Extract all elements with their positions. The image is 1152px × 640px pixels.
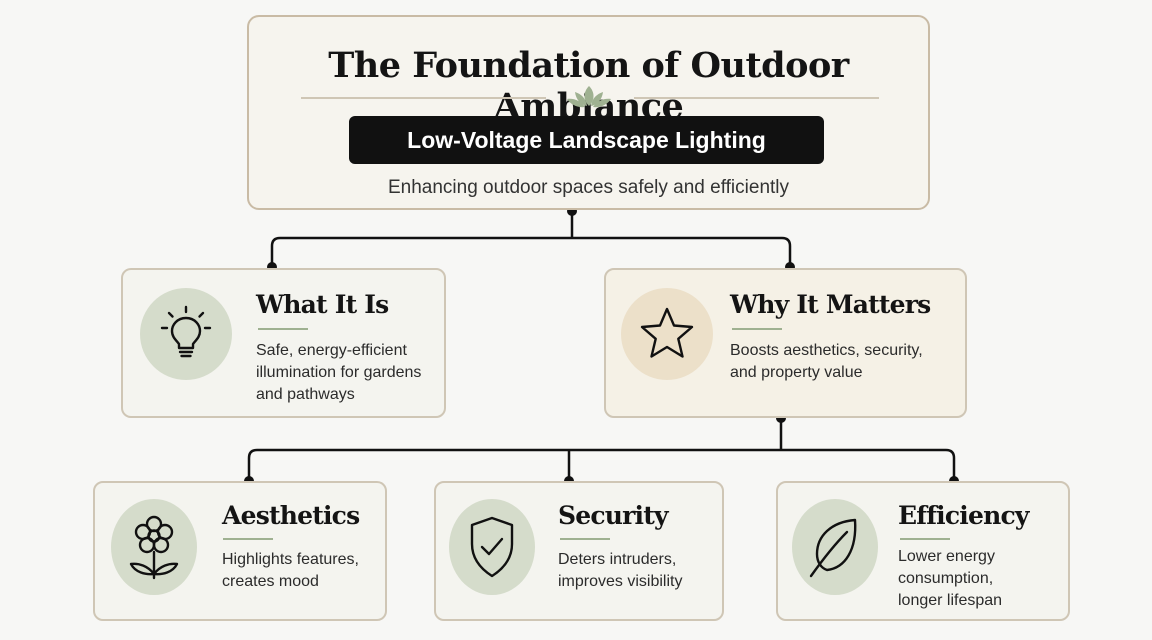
node-security: Security Deters intruders, improves visi… — [434, 481, 724, 621]
divider-right — [634, 97, 879, 99]
node-description: Deters intruders, improves visibility — [558, 551, 683, 590]
icon-badge — [792, 499, 878, 595]
leaf-icon — [809, 518, 857, 578]
node-title: Aesthetics — [222, 501, 360, 530]
title-underline — [258, 328, 308, 330]
title-underline — [223, 538, 273, 540]
lightbulb-icon — [160, 305, 212, 358]
node-description: Highlights features, creates mood — [222, 551, 359, 590]
title-underline — [560, 538, 610, 540]
connector-bottom-split — [247, 418, 956, 481]
node-efficiency: Efficiency Lower energy consumption, lon… — [776, 481, 1070, 621]
title-underline — [900, 538, 950, 540]
node-description: Boosts aesthetics, security, and propert… — [730, 342, 923, 381]
shield-check-icon — [470, 516, 514, 578]
header-subtitle: Enhancing outdoor spaces safely and effi… — [387, 177, 790, 198]
icon-badge — [140, 288, 232, 380]
node-description: Lower energy consumption, longer lifespa… — [898, 548, 1003, 609]
divider-left — [301, 97, 546, 99]
icon-badge — [449, 499, 535, 595]
topic-badge: Low-Voltage Landscape Lighting — [349, 116, 824, 164]
node-title: Security — [558, 501, 669, 530]
node-what-it-is: What It Is Safe, energy-efficient illumi… — [121, 268, 446, 418]
node-description: Safe, energy-efficient illumination for … — [256, 342, 422, 403]
icon-badge — [111, 499, 197, 595]
lotus-icon — [567, 86, 611, 108]
node-title: Why It Matters — [730, 290, 931, 319]
node-why-it-matters: Why It Matters Boosts aesthetics, securi… — [604, 268, 967, 418]
flower-icon — [129, 515, 179, 580]
node-title: Efficiency — [898, 501, 1029, 530]
star-icon — [640, 307, 694, 358]
icon-badge — [621, 288, 713, 380]
node-title: What It Is — [256, 290, 389, 319]
title-underline — [732, 328, 782, 330]
connector-top-split — [270, 211, 792, 267]
node-aesthetics: Aesthetics Highlights features, creates … — [93, 481, 387, 621]
header-card: The Foundation of Outdoor Ambiance Low-V… — [247, 15, 930, 210]
